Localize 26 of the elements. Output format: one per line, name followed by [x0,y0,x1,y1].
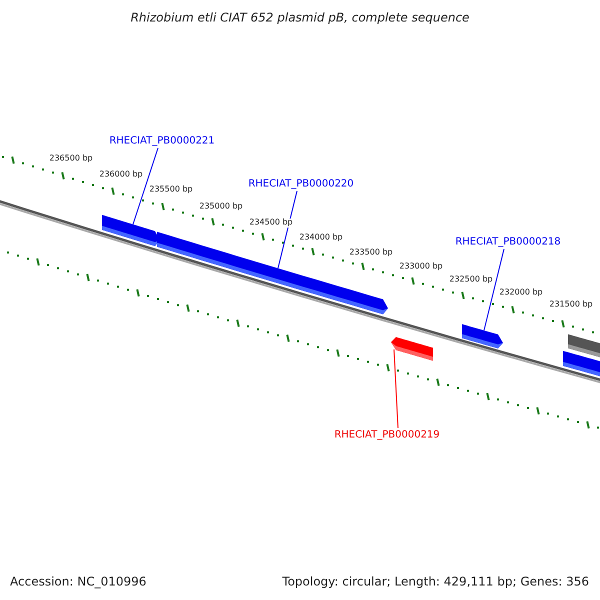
gene-label: RHECIAT_PB0000221 [109,136,215,146]
leader-line [278,190,298,269]
tick-label: 236000 bp [98,170,144,180]
tick-label: 235500 bp [148,186,194,194]
tick-label: 232000 bp [498,288,544,298]
leader-line [132,148,158,225]
gene-feature [102,214,160,246]
tick-label: 233500 bp [348,248,394,258]
tick-label: 234000 bp [298,234,344,242]
tick-label: 233000 bp [398,262,444,272]
tick-label: 234500 bp [248,218,294,228]
tick-label: 231500 bp [548,300,594,310]
tick-label: 232500 bp [448,276,494,284]
gene-label: RHECIAT_PB0000220 [248,178,354,190]
title: Rhizobium etli CIAT 652 plasmid pB, complete sequence [130,11,470,25]
gene-label: RHECIAT_PB0000219 [334,430,440,440]
footer-text: Accession: NC_010996 [9,575,148,589]
gene-feature [563,350,600,378]
gene-label: RHECIAT_PB0000218 [455,236,561,248]
leader-line [394,348,398,428]
gene-feature [391,337,433,361]
leader-line [484,248,504,331]
tick-label: 235000 bp [198,202,244,212]
tick-label: 236500 bp [48,154,94,164]
gene-feature [462,324,503,348]
footer-text: Topology: circular; Length: 429,111 bp; Genes: 356 [281,575,590,589]
